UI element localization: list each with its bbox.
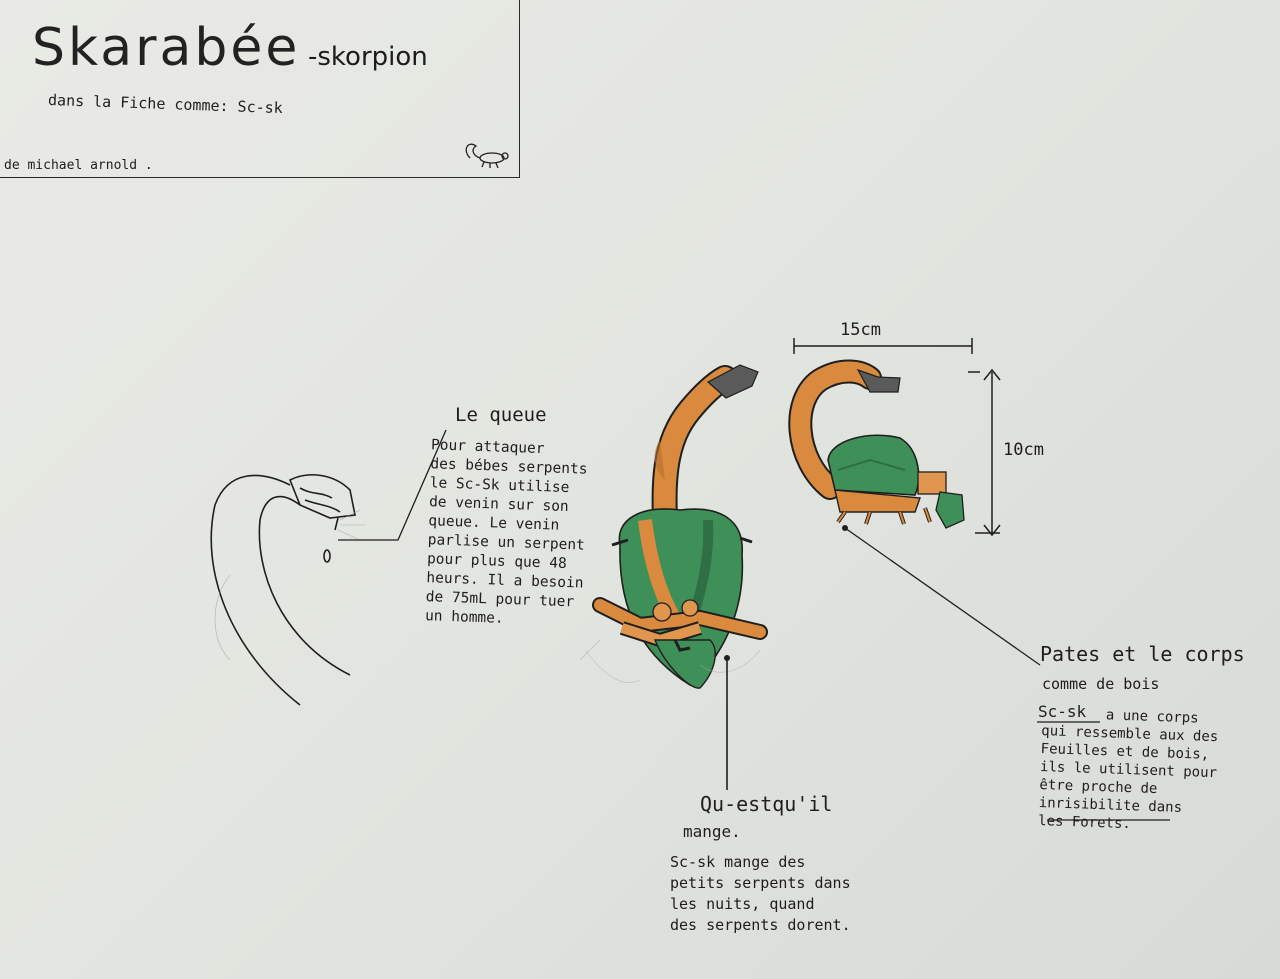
tail-sketch	[210, 474, 356, 706]
width-dimension-arrow	[793, 338, 973, 354]
body-heading: Pates et le corps	[1040, 642, 1245, 666]
body-text-lead: Sc-sk	[1038, 702, 1087, 721]
body-description: a une corps qui ressemble aux des Feuill…	[1037, 707, 1219, 833]
beetle-top-view	[592, 364, 768, 689]
food-heading-2: mange.	[683, 822, 741, 841]
beetle-side-view	[788, 359, 965, 529]
title-frame	[0, 0, 520, 178]
scorpion-logo-icon	[465, 143, 509, 169]
height-label: 10cm	[1003, 440, 1044, 460]
body-leader-line	[844, 527, 1041, 666]
tail-heading: Le queue	[455, 404, 547, 426]
width-label: 15cm	[840, 320, 881, 340]
tail-leader-line	[338, 429, 447, 541]
body-heading-2: comme de bois	[1042, 675, 1160, 693]
food-heading: Qu-estqu'il	[700, 792, 833, 816]
title-main: Skarabée	[32, 18, 301, 78]
height-dimension-arrow	[968, 368, 1001, 537]
title-suffix: -skorpion	[308, 42, 428, 72]
author-signature: de michael arnold .	[4, 158, 153, 173]
tail-description: Pour attaquer des bébes serpents le Sc-S…	[424, 437, 588, 627]
food-description: Sc-sk mange des petits serpents dans les…	[670, 853, 851, 934]
